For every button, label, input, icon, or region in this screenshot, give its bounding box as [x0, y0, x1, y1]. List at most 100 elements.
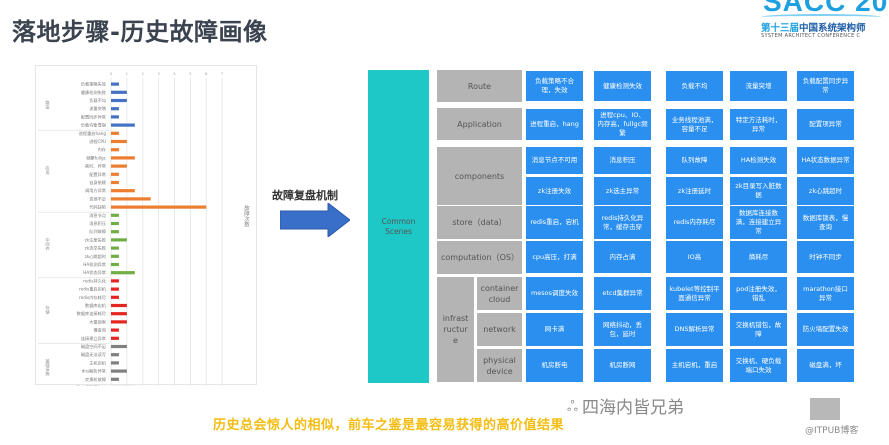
- common-scenes-panel: Common Scenes: [368, 70, 429, 383]
- category-infrastructure: infrastructure: [437, 277, 474, 382]
- failure-cell-text: 流量突增: [745, 81, 772, 90]
- failure-cell-text: 数据库连接数满，连接建立异常: [735, 209, 782, 235]
- common-scenes-label: Common Scenes: [381, 216, 416, 236]
- failure-cell: 健康检测失效: [594, 71, 651, 101]
- category-4: computation（OS）: [437, 241, 522, 274]
- failure-cell-text: HA状态数据异常: [801, 156, 850, 164]
- category-label: dns解析异常: [82, 368, 106, 375]
- bar: [111, 303, 127, 308]
- category-2: components: [437, 147, 522, 205]
- failure-cell: 机房断电: [526, 349, 583, 382]
- failure-cell: zk注册失效: [526, 177, 583, 205]
- category-label: 交换机故障: [85, 376, 106, 383]
- failure-cell-text: 机房断网: [609, 361, 636, 369]
- right-arrow-icon: [280, 203, 350, 237]
- footer-slogan: 历史总会惊人的相似，前车之鉴是最容易获得的高价值结果: [213, 418, 565, 433]
- bar: [111, 213, 119, 217]
- category-label: 防火墙配置失效: [77, 384, 107, 386]
- bar: [111, 254, 119, 258]
- failure-cell: IO高: [666, 241, 723, 273]
- bar: [111, 320, 127, 324]
- failure-cell: 数据库锁表，慢查询: [797, 206, 854, 239]
- category-label: 负载均衡雪崩: [81, 122, 106, 129]
- failure-cell: 内存占满: [594, 241, 651, 273]
- bar: [111, 107, 119, 111]
- failure-cell: 配置项异常: [797, 109, 854, 140]
- infrastructure-sub-1-text: network: [483, 325, 516, 334]
- failure-cell: 机房断网: [594, 349, 651, 382]
- group-label: 基础设施: [45, 357, 51, 377]
- failure-cell-text: DNS解析异常: [674, 325, 715, 333]
- x-tick-label: 5: [189, 72, 191, 76]
- group-label: 中间件: [46, 236, 51, 251]
- failure-cell: redis持久化异常，缓存击穿: [594, 206, 651, 239]
- category-label: zk选举失败: [85, 245, 107, 252]
- failure-cell: mesos调度失效: [526, 277, 583, 310]
- failure-cell: kubelet等控制平面通信异常: [666, 277, 723, 310]
- failure-cell-text: 交换机错包，故障: [735, 320, 782, 338]
- category-label: 消息节点: [89, 212, 106, 219]
- failure-cell: 磁盘满，坏: [797, 349, 854, 382]
- failure-cell-text: redis内存耗尽: [673, 218, 716, 226]
- bar: [111, 164, 127, 168]
- failure-cell-text: redis持久化异常，缓存击穿: [601, 213, 644, 231]
- category-label: 配置同步异常: [81, 113, 106, 120]
- failure-cell-text: zk注册延时: [677, 186, 712, 195]
- failure-cell: 进程重启，hang: [526, 109, 583, 140]
- failure-cell: 流量突增: [730, 71, 787, 101]
- bar: [111, 369, 127, 373]
- failure-cell: 特定方法耗时，异常: [730, 109, 787, 140]
- arrow-label: 故障复盘机制: [272, 189, 338, 202]
- failure-cell: 进程cpu、IO、内存高，fullgc频繁: [594, 109, 651, 140]
- x-tick-label: 1: [126, 72, 128, 76]
- category-label: redis内存耗尽: [79, 294, 107, 301]
- failure-cell: 熵耗尽: [730, 241, 787, 273]
- logo-cn-prefix: 第十三届: [761, 23, 800, 34]
- failure-cell-text: IO高: [687, 252, 702, 261]
- failure-cell-text: 机房断电: [541, 361, 568, 369]
- failure-cell-text: 配置项异常: [809, 120, 842, 128]
- failure-cell-text: 负载策略不合理，失效: [535, 77, 574, 94]
- failure-cell-text: kubelet等控制平面通信异常: [669, 284, 720, 302]
- bar: [111, 98, 127, 103]
- failure-cell: 消息节点不可用: [526, 147, 583, 174]
- failure-cell-text: 消息节点不可用: [531, 156, 578, 164]
- failure-cell-text: 防火墙配置失效: [802, 325, 849, 333]
- group-label: 应用: [46, 165, 51, 176]
- bar: [111, 295, 119, 299]
- failure-cell-text: HA检测失效: [740, 156, 777, 164]
- category-label: 连接建立异常: [81, 335, 106, 342]
- failure-cell-text: 特定方法耗时，异常: [735, 115, 782, 133]
- category-label: 健康检测失败: [81, 89, 107, 96]
- group-label: 存储: [46, 304, 51, 315]
- bar: [111, 353, 119, 357]
- x-tick-label: 0: [110, 72, 112, 76]
- failure-cell: 负载配置同步异常: [797, 71, 854, 101]
- bar: [111, 262, 119, 267]
- infrastructure-sub-0: container cloud: [477, 277, 522, 310]
- failure-cell: 队列故障: [666, 147, 723, 174]
- category-infrastructure-text: infrastructure: [442, 314, 469, 345]
- logo-en-text: SYSTEM ARCHITECT CONFERENCE C: [761, 33, 861, 39]
- category-label: 资源不足: [89, 195, 107, 202]
- bar: [111, 221, 119, 226]
- failure-cell: 负载策略不合理，失效: [526, 71, 583, 101]
- category-0-text: Route: [467, 81, 492, 91]
- category-1-text: Application: [457, 119, 502, 129]
- category-label: 自身依赖: [89, 179, 107, 186]
- x-tick-label: 6: [205, 72, 207, 76]
- category-label: 频繁fullgc: [86, 154, 106, 161]
- bar: [111, 148, 119, 152]
- bar: [111, 361, 119, 365]
- category-label: 进程重启hang: [79, 130, 107, 137]
- failure-cell-text: zk选主异常: [605, 186, 640, 195]
- bar: [111, 90, 127, 94]
- infrastructure-sub-2-text: physical device: [483, 355, 516, 376]
- category-2-text: components: [454, 171, 505, 181]
- failure-cell: 交换机错包，故障: [730, 313, 787, 346]
- bar: [111, 377, 119, 381]
- category-3-text: store（data）: [452, 218, 507, 227]
- bar: [111, 115, 119, 119]
- failure-cell: 防火墙配置失效: [797, 313, 854, 346]
